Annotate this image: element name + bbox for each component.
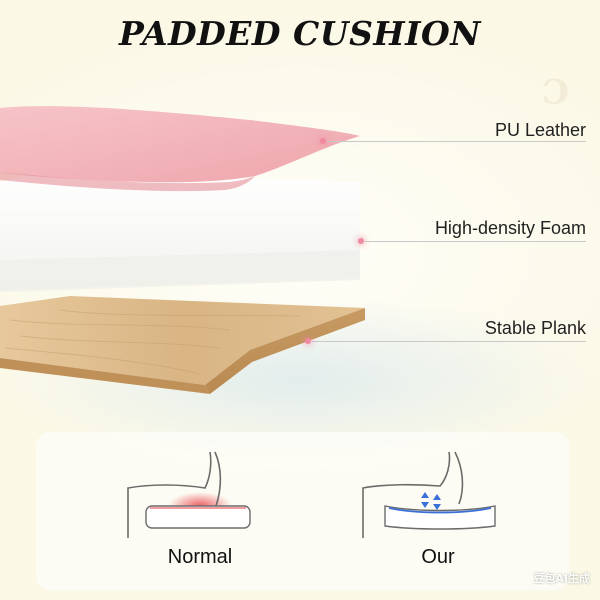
foam-layer (0, 172, 360, 292)
foam-leader-line (365, 241, 586, 242)
normal-caption: Normal (167, 546, 233, 568)
plank-leader-line (312, 341, 586, 342)
ai-generated-watermark: 豆包AI生成 (533, 572, 590, 585)
normal-sitting-figure (127, 451, 251, 538)
our-sitting-figure (362, 451, 496, 538)
leather-layer (0, 106, 360, 192)
page-title: PADDED CUSHION (119, 14, 481, 53)
cushion-layers-illustration (0, 106, 365, 394)
layer-label-stable-plank: Stable Plank (484, 318, 586, 338)
leather-marker-dot (320, 138, 326, 144)
layer-label-high-density-foam: High-density Foam (434, 218, 586, 238)
side-watermark: CUSHION (351, 70, 594, 330)
plank-marker-dot (305, 338, 311, 344)
svg-text:CUSHION: CUSHION (544, 70, 569, 110)
foam-marker-dot (358, 238, 364, 244)
leather-leader-line (325, 141, 586, 142)
our-caption: Our (421, 546, 455, 568)
layer-label-pu-leather: PU Leather (494, 120, 586, 140)
support-arrows-icon (421, 492, 441, 510)
wood-plank-layer (0, 296, 365, 394)
